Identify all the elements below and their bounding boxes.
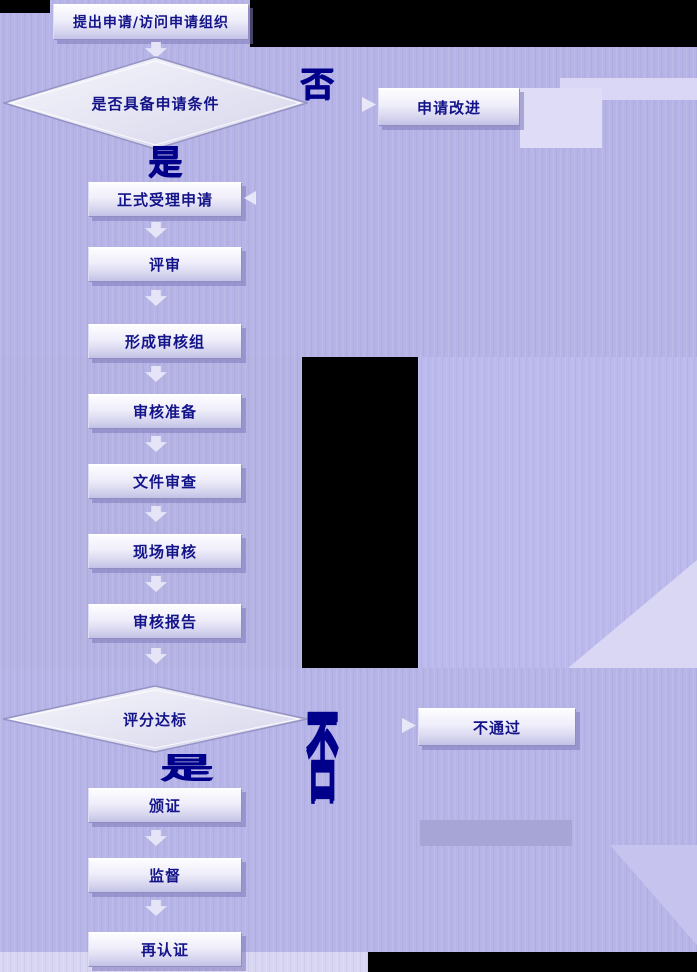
diamond-shape (2, 685, 308, 753)
branch-label-yes-1: 是 (148, 143, 182, 183)
start-node: 提出申请/访问申请组织 (53, 4, 249, 40)
diamond-shape (3, 56, 308, 150)
step-label: 评审 (148, 256, 181, 274)
step-label: 再认证 (140, 941, 189, 959)
step-label: 审核报告 (132, 613, 197, 631)
step-node-formal-acceptance: 正式受理申请 (88, 182, 242, 217)
step-node-recertification: 再认证 (88, 932, 242, 967)
step-label: 颁证 (148, 797, 181, 815)
fail-node: 不通过 (418, 708, 576, 746)
shadow-region-right-band (418, 357, 697, 668)
step-node-document-review: 文件审查 (88, 464, 242, 499)
step-label: 审核准备 (132, 403, 197, 421)
improve-node-label: 申请改进 (416, 98, 481, 117)
fail-node-label: 不通过 (472, 718, 521, 737)
step-label: 文件审查 (132, 473, 197, 491)
decision-node-conditions: 是否具备申请条件 (3, 56, 308, 150)
shadow-region-top-left (0, 13, 52, 47)
step-node-supervision: 监督 (88, 858, 242, 893)
highlight-patch (520, 88, 602, 148)
branch-label-yes-2: 是 (160, 751, 213, 786)
step-node-review: 评审 (88, 247, 242, 282)
step-label: 现场审核 (132, 543, 197, 561)
decision-node-score: 评分达标 (2, 685, 308, 753)
step-label: 正式受理申请 (116, 191, 213, 209)
improve-node: 申请改进 (378, 88, 520, 126)
step-node-certification: 颁证 (88, 788, 242, 823)
branch-label-no-1: 否 (300, 65, 334, 105)
start-node-label: 提出申请/访问申请组织 (72, 15, 230, 31)
step-label: 监督 (148, 867, 181, 885)
decision2-label: 评分达标 (122, 710, 187, 729)
step-node-audit-team: 形成审核组 (88, 324, 242, 359)
shadow-patch-dark (420, 820, 572, 846)
step-label: 形成审核组 (124, 333, 205, 351)
step-node-onsite-audit: 现场审核 (88, 534, 242, 569)
step-node-audit-report: 审核报告 (88, 604, 242, 639)
branch-label-no-2: 否 (306, 701, 339, 818)
decision1-label: 是否具备申请条件 (91, 94, 220, 113)
step-node-audit-preparation: 审核准备 (88, 394, 242, 429)
